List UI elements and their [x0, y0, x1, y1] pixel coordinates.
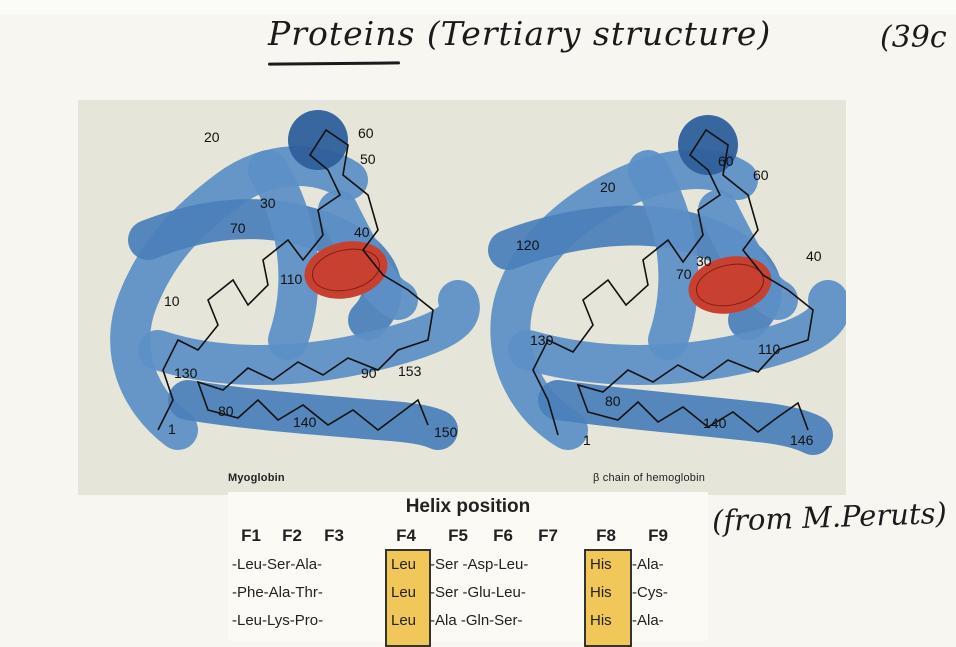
table-cell: Leu [391, 584, 416, 601]
column-header: F6 [483, 526, 523, 546]
hemoglobin-caption: β chain of hemoglobin [593, 472, 705, 484]
table-cell: -Ala- [632, 556, 664, 573]
svg-text:20: 20 [204, 129, 220, 145]
table-cell: -Leu-Ser-Ala- [232, 556, 322, 573]
column-header: F8 [586, 526, 626, 546]
svg-text:146: 146 [790, 432, 814, 448]
svg-text:153: 153 [398, 363, 422, 379]
svg-text:60: 60 [358, 125, 374, 141]
table-cell: His [590, 612, 612, 629]
protein-ribbon-diagrams: .ribbon { fill:none; stroke:#5b8fc6; str… [78, 100, 846, 495]
svg-text:60: 60 [718, 153, 734, 169]
svg-text:30: 30 [260, 195, 276, 211]
svg-text:110: 110 [758, 341, 781, 357]
attribution-note: (from M.Peruts) [711, 496, 947, 538]
svg-text:40: 40 [806, 248, 822, 264]
table-cell: -Ser -Asp-Leu- [430, 556, 528, 573]
column-header: F9 [638, 526, 678, 546]
svg-text:1: 1 [583, 432, 591, 448]
svg-text:80: 80 [605, 393, 621, 409]
svg-text:90: 90 [361, 365, 377, 381]
svg-text:140: 140 [703, 415, 727, 431]
svg-text:70: 70 [676, 266, 692, 282]
column-header: F3 [314, 526, 354, 546]
column-header: F1 [231, 526, 271, 546]
svg-text:110: 110 [280, 271, 303, 287]
title-underline [268, 61, 400, 65]
svg-text:80: 80 [218, 403, 234, 419]
svg-text:70: 70 [230, 220, 246, 236]
hemoglobin-beta-diagram: 60 20 60 120 70 30 40 110 130 80 140 146… [508, 115, 830, 448]
svg-text:130: 130 [174, 365, 198, 381]
myoglobin-caption: Myoglobin [228, 472, 285, 484]
table-cell: His [590, 556, 612, 573]
svg-text:40: 40 [354, 224, 370, 240]
table-cell: -Ala- [632, 612, 664, 629]
protein-structure-figure: .ribbon { fill:none; stroke:#5b8fc6; str… [78, 100, 846, 495]
helix-table-title: Helix position [228, 496, 708, 518]
table-cell: Leu [391, 612, 416, 629]
scan-top-strip [0, 0, 956, 14]
svg-text:50: 50 [360, 151, 376, 167]
column-header: F2 [272, 526, 312, 546]
page-title: Proteins (Tertiary structure) [268, 14, 771, 53]
svg-text:20: 20 [600, 179, 616, 195]
svg-text:130: 130 [530, 332, 554, 348]
column-header: F7 [528, 526, 568, 546]
svg-text:150: 150 [434, 424, 458, 440]
table-cell: -Ser -Glu-Leu- [430, 584, 526, 601]
table-cell: -Cys- [632, 584, 668, 601]
page-number: (39c [880, 20, 947, 55]
myoglobin-diagram: 20 60 50 30 70 40 110 10 130 80 140 90 1… [130, 110, 460, 440]
helix-position-table: Helix position F1 F2 F3 F4 F5 F6 F7 F8 F… [228, 492, 708, 641]
table-cell: His [590, 584, 612, 601]
svg-text:140: 140 [293, 414, 317, 430]
svg-text:10: 10 [164, 293, 180, 309]
svg-text:1: 1 [168, 421, 176, 437]
svg-text:30: 30 [696, 253, 712, 269]
svg-text:120: 120 [516, 237, 540, 253]
table-cell: -Leu-Lys-Pro- [232, 612, 323, 629]
column-header: F5 [438, 526, 478, 546]
table-cell: -Phe-Ala-Thr- [232, 584, 323, 601]
column-header: F4 [386, 526, 426, 546]
table-cell: Leu [391, 556, 416, 573]
table-cell: -Ala -Gln-Ser- [430, 612, 523, 629]
svg-text:60: 60 [753, 167, 769, 183]
